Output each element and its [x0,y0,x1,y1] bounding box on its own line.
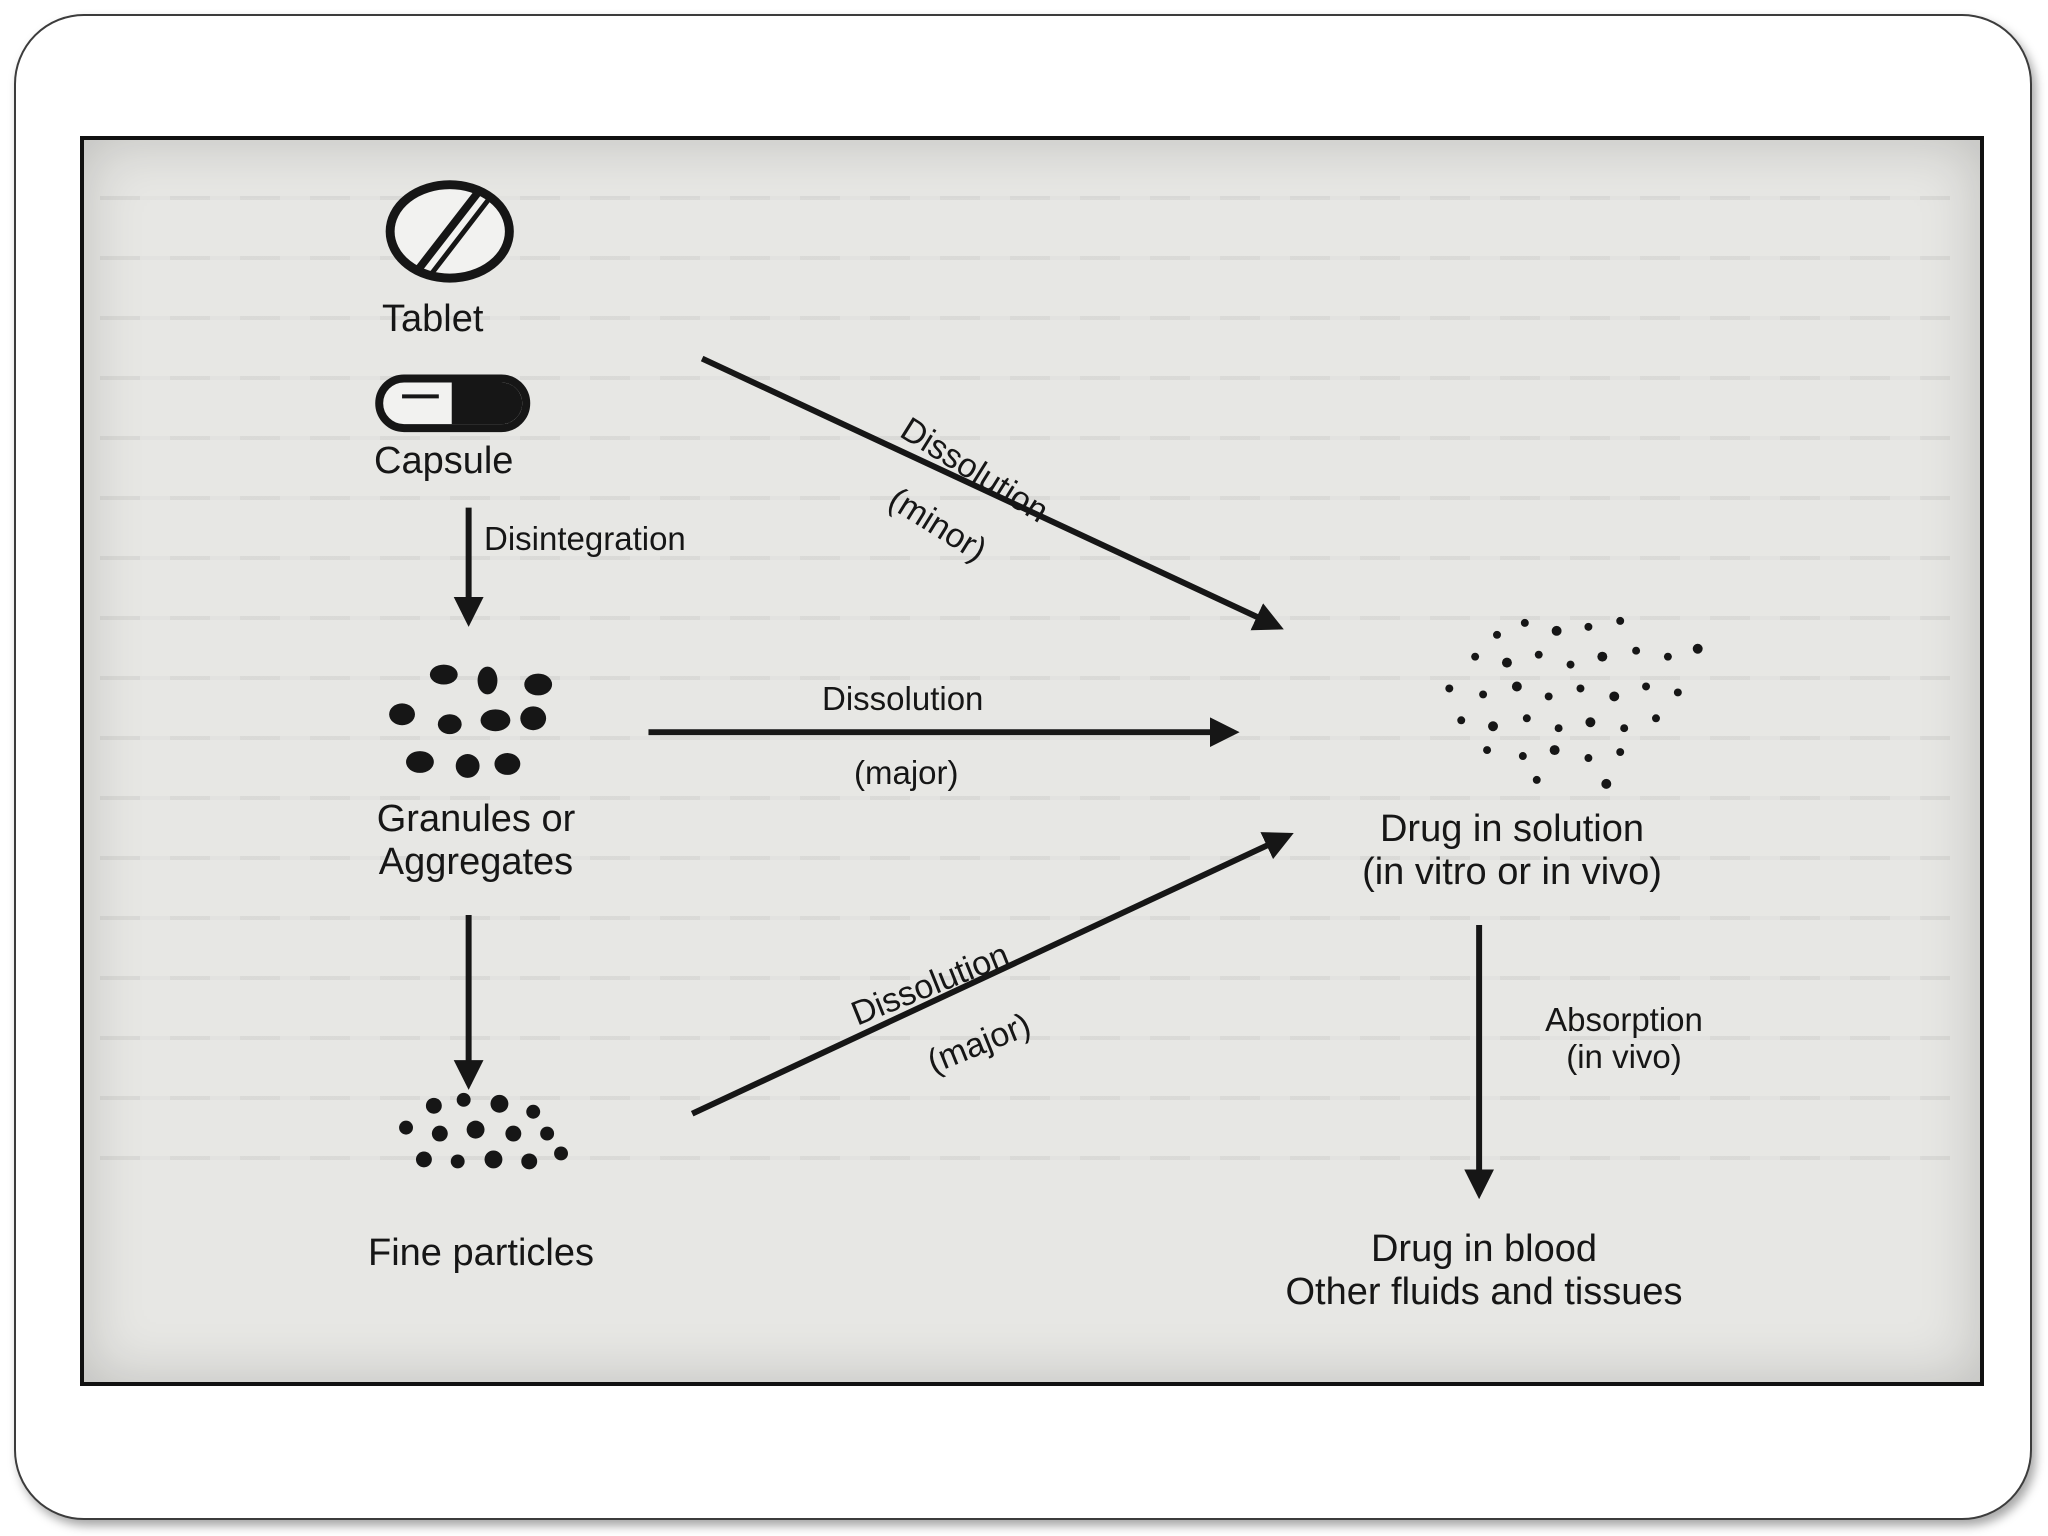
capsule-icon [375,374,531,433]
diagram-photo: Tablet Capsule Granules or Aggregates Fi… [80,136,1984,1386]
absorption-label: Absorption (in vivo) [1545,1001,1703,1075]
disintegration-label: Disintegration [484,520,686,557]
granules-label: Granules or Aggregates [376,798,576,883]
drug-blood-label: Drug in blood Other fluids and tissues [1285,1228,1683,1313]
diagram-graphics [375,180,1703,1200]
dissolution-major-low-arrow [690,832,1294,1117]
granules-icon [389,664,553,778]
dissolution-major-mid-label: Dissolution [822,680,984,717]
dissolution-minor-arrow [700,355,1284,631]
fine-particles-label: Fine particles [368,1232,594,1274]
tablet-label: Tablet [382,298,484,340]
dissolution-major-mid-sublabel: (major) [854,754,959,791]
tablet-icon [385,180,514,283]
fine-particles-icon [399,1092,568,1170]
capsule-label: Capsule [374,440,514,482]
drug-solution-label: Drug in solution (in vitro or in vivo) [1362,808,1662,893]
solution-dots-icon [1445,616,1703,789]
